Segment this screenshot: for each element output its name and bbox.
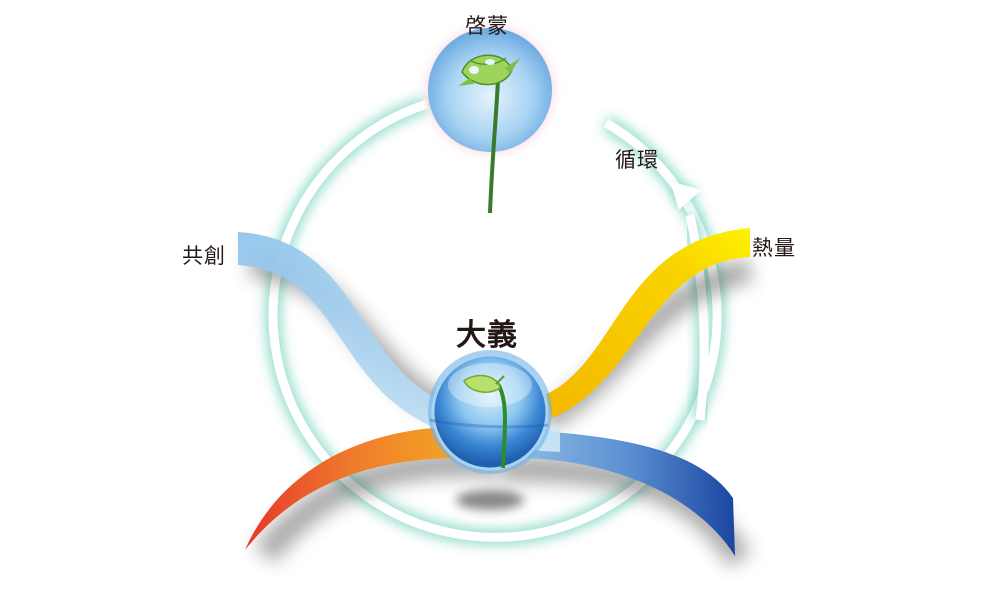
cycle-arrow bbox=[670, 181, 713, 421]
label-great-cause: 大義 bbox=[456, 318, 518, 353]
blue-band bbox=[520, 430, 735, 556]
label-enlightenment: 啓蒙 bbox=[465, 14, 509, 38]
sprout-icon bbox=[463, 374, 507, 469]
orange-band bbox=[245, 427, 460, 550]
co-creation-band bbox=[238, 232, 560, 452]
flower-bud-icon bbox=[458, 54, 520, 86]
heat-band bbox=[545, 228, 750, 418]
center-orb bbox=[428, 350, 552, 474]
label-heat: 熱量 bbox=[752, 236, 796, 260]
flower-stem bbox=[488, 79, 500, 214]
label-co-creation: 共創 bbox=[182, 244, 226, 268]
arrow-head-icon bbox=[670, 181, 701, 210]
enlightenment-orb bbox=[422, 22, 558, 214]
center-orb-shadow bbox=[456, 490, 524, 510]
label-cycle: 循環 bbox=[615, 148, 659, 172]
